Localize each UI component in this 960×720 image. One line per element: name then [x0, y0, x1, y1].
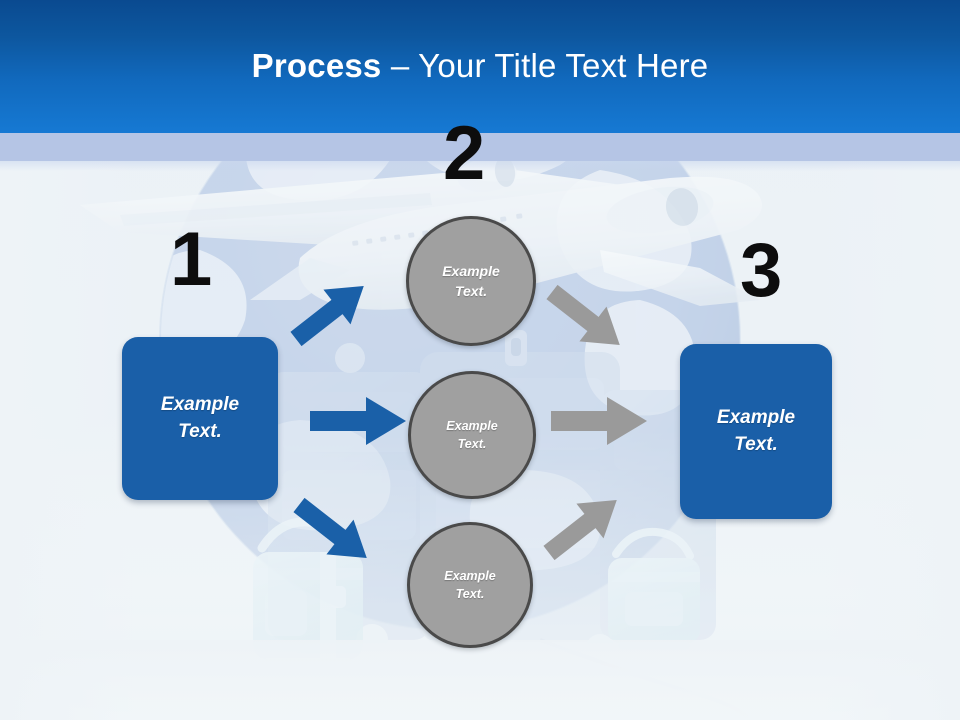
- arrow-bottom-to-right: [543, 500, 617, 561]
- page-title-strong: Process: [251, 47, 382, 84]
- page-title: Process – Your Title Text Here: [0, 47, 960, 84]
- step-number-2: 2: [443, 111, 486, 196]
- arrow-left-to-middle: [310, 397, 406, 445]
- stage-box-left-label: Example Text.: [160, 393, 240, 442]
- stage-circle-top-label: Example Text.: [442, 262, 500, 299]
- step-number-3: 3: [740, 228, 783, 313]
- arrow-left-to-top: [290, 286, 364, 347]
- step-number-1: 1: [170, 217, 213, 302]
- stage-box-right[interactable]: Example Text.: [680, 344, 832, 519]
- header-accent-fade: [0, 161, 960, 171]
- arrow-middle-to-right: [551, 397, 647, 445]
- stage-circle-bottom-label: Example Text.: [444, 568, 496, 601]
- stage-circle-middle[interactable]: Example Text.: [408, 371, 536, 499]
- arrow-top-to-right: [546, 284, 620, 345]
- arrow-left-to-bottom: [293, 497, 367, 558]
- stage-circle-middle-label: Example Text.: [446, 418, 498, 451]
- header-accent-band: [0, 133, 960, 161]
- stage-box-left[interactable]: Example Text.: [122, 337, 278, 500]
- page-title-rest: – Your Title Text Here: [381, 47, 709, 84]
- stage-circle-bottom[interactable]: Example Text.: [407, 522, 533, 648]
- header-banner: [0, 0, 960, 133]
- stage-box-right-label: Example Text.: [716, 406, 796, 455]
- stage-circle-top[interactable]: Example Text.: [406, 216, 536, 346]
